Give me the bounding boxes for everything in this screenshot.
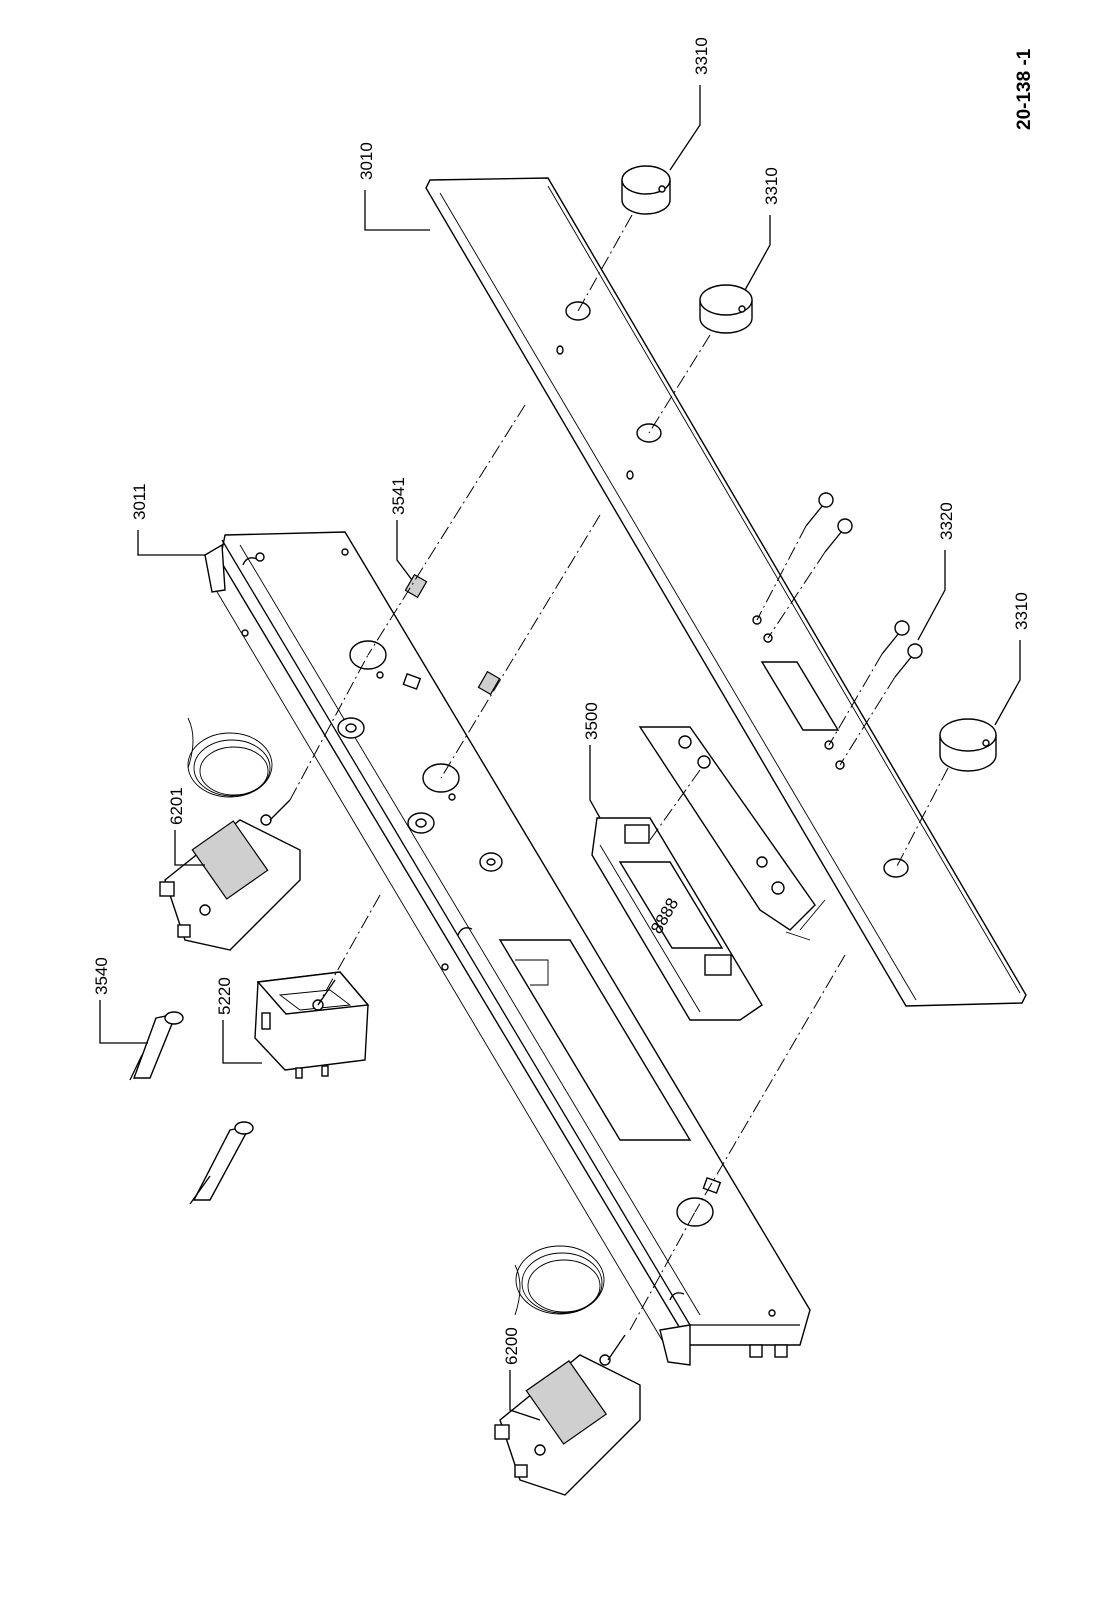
label-3540: 3540 [92,957,111,995]
display-module-3500: 8888 [591,726,816,1021]
label-5220: 5220 [215,977,234,1015]
label-3320: 3320 [937,502,956,540]
assembly-lines [289,214,949,1331]
label-3310-lower: 3310 [1012,592,1031,630]
knob-3310-lower [939,718,997,772]
rotary-switch-6201 [159,717,301,951]
label-3011: 3011 [130,483,149,520]
label-6200: 6200 [502,1327,521,1365]
label-3500: 3500 [582,702,601,740]
knob-3310-middle [699,284,753,334]
lamp-holder-second [189,1121,254,1205]
leader-lines [99,85,1021,1421]
label-3310-middle: 3310 [762,167,781,205]
switch-5220 [254,971,370,1079]
label-3010: 3010 [357,142,376,180]
screws-3320 [805,492,923,678]
lamp-holder-3540 [129,1011,184,1081]
control-panel-frame-3011 [204,531,811,1366]
front-panel-3010 [425,177,1027,1007]
label-3541: 3541 [389,477,408,515]
label-3310-top: 3310 [692,37,711,75]
label-6201: 6201 [167,787,186,825]
rotary-switch-6200 [494,1245,641,1496]
drawing-number: 20-138 -1 [1014,48,1035,130]
knob-3310-top [621,165,671,215]
springs-3541 [404,573,501,696]
